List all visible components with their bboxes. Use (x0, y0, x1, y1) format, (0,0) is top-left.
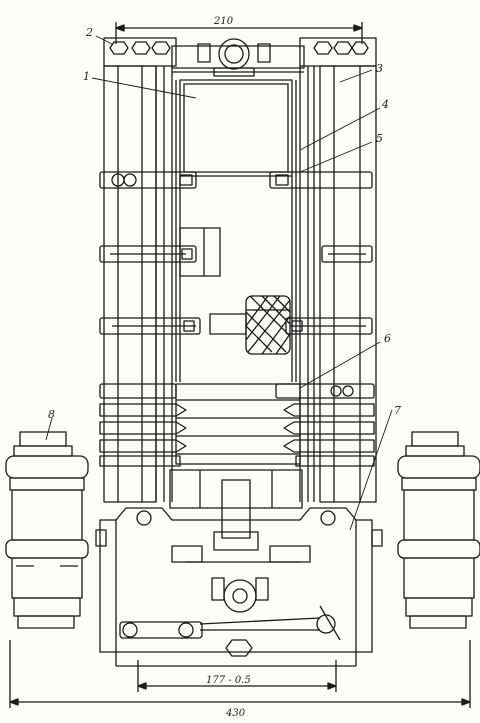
base-housing (99, 469, 373, 667)
callout-2: 2 (85, 26, 93, 39)
dim-label-inner: 177 - 0.5 (206, 675, 251, 686)
tie-bolts (99, 171, 373, 335)
leader-lines (45, 35, 393, 531)
left-insulator (5, 431, 89, 629)
callouts: 2 1 3 4 5 6 7 8 (48, 26, 401, 421)
callout-3: 3 (376, 62, 383, 75)
top-crossbar (103, 37, 377, 77)
callout-8: 8 (48, 408, 55, 421)
callout-7: 7 (394, 404, 401, 417)
callout-1: 1 (83, 70, 90, 83)
callout-6: 6 (384, 332, 391, 345)
callout-5: 5 (376, 132, 383, 145)
dim-label-overall: 430 (225, 708, 246, 719)
right-insulator (95, 431, 480, 629)
central-plates (175, 79, 297, 382)
dimension-bottom: 177 - 0.5 430 (9, 640, 471, 719)
left-column (103, 65, 173, 503)
contact-stack (99, 383, 375, 467)
callout-4: 4 (381, 98, 389, 111)
dim-label-top: 210 (213, 16, 234, 27)
right-column (299, 65, 377, 503)
dimension-210: 210 (115, 16, 363, 44)
